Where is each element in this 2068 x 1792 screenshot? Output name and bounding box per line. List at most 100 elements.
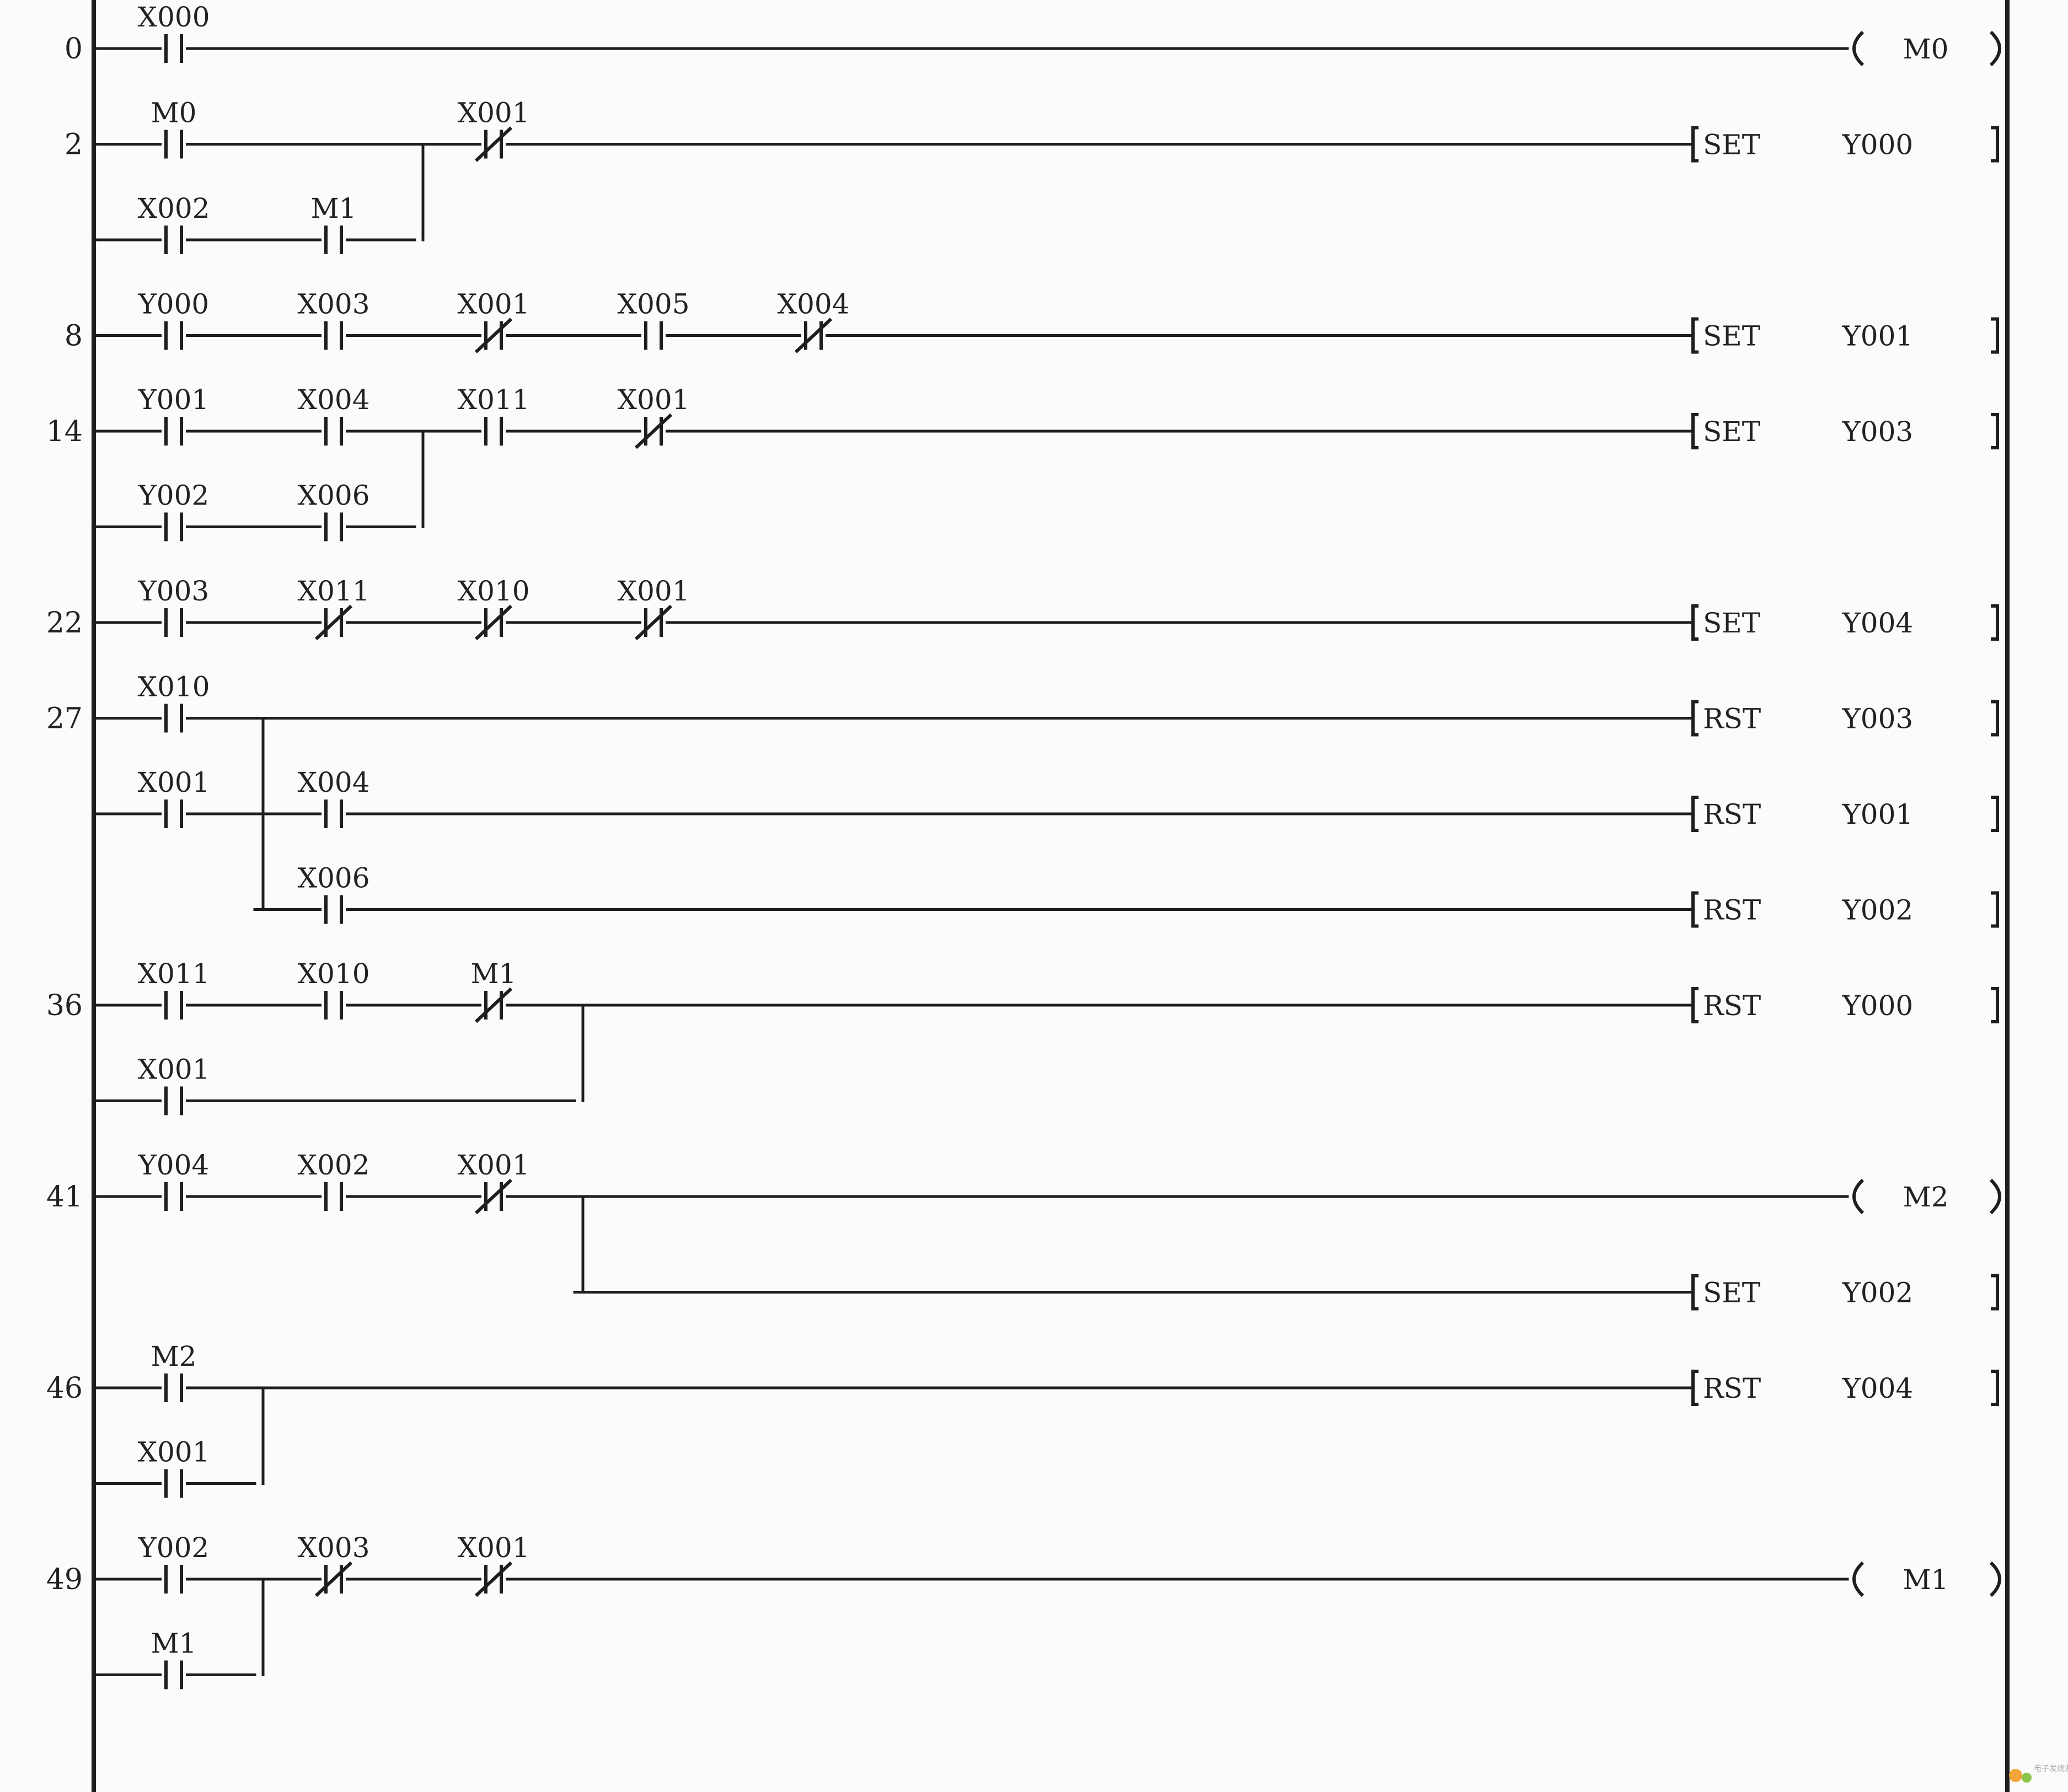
contact-label: X011 xyxy=(137,958,210,990)
output-coil: M1 xyxy=(1691,1561,2001,1597)
nc-contact: X003 xyxy=(297,1532,370,1597)
contact-label: X002 xyxy=(297,1149,369,1181)
contact-label: X001 xyxy=(617,384,689,416)
contact-label: Y002 xyxy=(138,1532,209,1564)
nc-slash xyxy=(794,318,833,353)
instruction-right-bracket xyxy=(1991,1274,1999,1311)
contact-label: X003 xyxy=(297,1532,369,1564)
nc-slash xyxy=(474,126,513,162)
no-contact: M2 xyxy=(151,1340,197,1402)
contact-label: X011 xyxy=(297,575,369,607)
instruction-operand: Y003 xyxy=(1842,703,1913,735)
step-number: 41 xyxy=(46,1181,83,1214)
no-contact: M1 xyxy=(310,192,357,254)
contact-label: X004 xyxy=(297,766,369,798)
nc-contact: X001 xyxy=(457,1532,530,1597)
no-contact: M1 xyxy=(151,1628,197,1689)
no-contact: M0 xyxy=(151,97,197,159)
nc-slash xyxy=(634,604,673,641)
contact-label: X010 xyxy=(297,958,369,990)
instruction-operand: Y004 xyxy=(1842,1372,1913,1404)
output-instruction: RST Y004 xyxy=(1691,1370,1999,1406)
instruction-left-bracket xyxy=(1691,700,1699,737)
instruction-left-bracket xyxy=(1691,126,1699,163)
contact-label: X001 xyxy=(457,97,529,129)
nc-slash xyxy=(634,413,673,449)
instruction-left-bracket xyxy=(1691,891,1699,928)
contact-label: X006 xyxy=(297,862,369,894)
instruction-name: SET xyxy=(1703,1277,1760,1309)
output-coil: M0 xyxy=(1691,30,2001,67)
instruction-operand: Y000 xyxy=(1842,129,1913,161)
output-coil: M2 xyxy=(1691,1178,2001,1215)
no-contact: X000 xyxy=(137,1,210,63)
step-number: 46 xyxy=(46,1372,83,1405)
contact-label: M1 xyxy=(310,192,356,224)
output-instruction: SET Y000 xyxy=(1691,126,1999,163)
no-contact: Y000 xyxy=(138,288,209,350)
no-contact: X011 xyxy=(137,958,210,1020)
instruction-left-bracket xyxy=(1691,796,1699,832)
no-contact: X003 xyxy=(297,288,370,350)
contact-label: Y004 xyxy=(138,1149,209,1181)
no-contact: X004 xyxy=(297,384,370,446)
contact-label: X001 xyxy=(137,766,210,798)
instruction-name: SET xyxy=(1703,129,1760,161)
contact-label: Y001 xyxy=(138,384,209,416)
coil-operand: M0 xyxy=(1903,33,1948,65)
contact-label: X005 xyxy=(617,288,689,320)
coil-operand: M1 xyxy=(1903,1564,1948,1596)
instruction-name: RST xyxy=(1703,1372,1761,1404)
coil-right-arc xyxy=(1989,1178,2001,1215)
instruction-operand: Y003 xyxy=(1842,416,1913,448)
no-contact: X002 xyxy=(137,192,210,254)
nc-contact: X011 xyxy=(297,575,370,641)
contact-label: X001 xyxy=(457,1149,529,1181)
contact-label: X001 xyxy=(457,1532,529,1564)
instruction-name: SET xyxy=(1703,607,1760,639)
no-contact: Y004 xyxy=(138,1149,209,1211)
instruction-right-bracket xyxy=(1991,987,1999,1023)
nc-slash xyxy=(474,604,513,641)
step-number: 49 xyxy=(46,1563,83,1596)
instruction-name: RST xyxy=(1703,798,1761,830)
nc-contact: X010 xyxy=(457,575,530,641)
instruction-left-bracket xyxy=(1691,317,1699,354)
contact-label: X006 xyxy=(297,480,369,512)
nc-slash xyxy=(474,987,513,1023)
instruction-right-bracket xyxy=(1991,796,1999,832)
contact-label: X002 xyxy=(137,192,210,224)
instruction-operand: Y000 xyxy=(1842,990,1913,1022)
instruction-left-bracket xyxy=(1691,604,1699,641)
no-contact: X010 xyxy=(297,958,370,1020)
no-contact: Y002 xyxy=(138,1532,209,1594)
nc-contact: X001 xyxy=(457,97,530,162)
no-contact: X005 xyxy=(617,288,690,350)
no-contact: Y002 xyxy=(138,480,209,541)
contact-label: X000 xyxy=(137,1,210,33)
contact-label: M2 xyxy=(151,1340,196,1372)
contact-label: M1 xyxy=(470,958,516,990)
no-contact: X006 xyxy=(297,862,370,924)
contact-label: X001 xyxy=(617,575,689,607)
instruction-name: RST xyxy=(1703,894,1761,926)
contact-label: X003 xyxy=(297,288,369,320)
step-number: 14 xyxy=(46,415,83,448)
contact-label: X010 xyxy=(457,575,529,607)
contact-label: Y000 xyxy=(138,288,209,320)
step-number: 0 xyxy=(65,33,83,66)
step-number: 8 xyxy=(65,320,83,353)
instruction-left-bracket xyxy=(1691,1370,1699,1406)
instruction-name: RST xyxy=(1703,990,1761,1022)
instruction-name: SET xyxy=(1703,416,1760,448)
contact-label: X001 xyxy=(137,1054,210,1086)
instruction-right-bracket xyxy=(1991,604,1999,641)
coil-left-arc xyxy=(1852,1561,1865,1597)
